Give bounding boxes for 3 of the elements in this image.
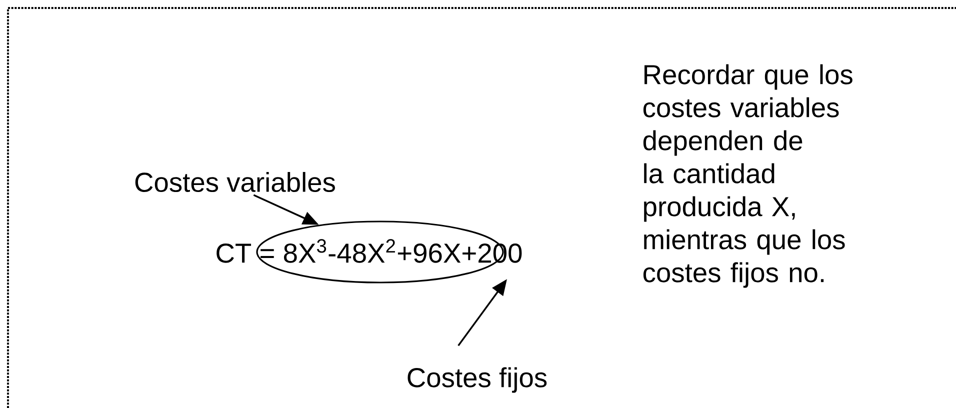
callout-text: Costes variables bbox=[135, 172, 335, 192]
note-text: Recordar que los costes variables dependen de la cantidad producida X, mientras que los costes fijos no. bbox=[643, 64, 852, 288]
callout-text: Costes fijos bbox=[408, 367, 547, 393]
